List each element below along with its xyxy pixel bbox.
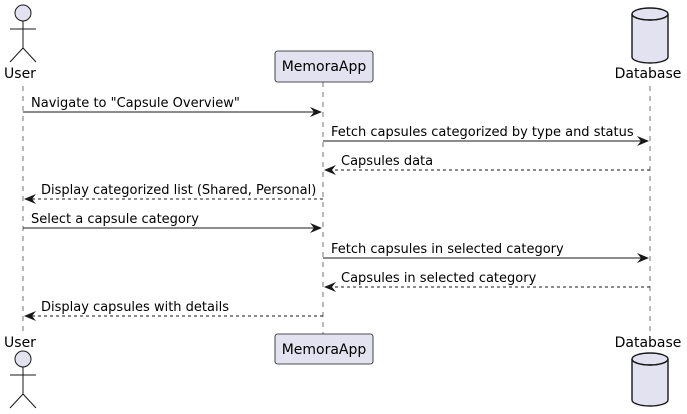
message-label: Display capsules with details (41, 300, 229, 315)
message: Navigate to "Capsule Overview" (23, 96, 322, 117)
message-label: Display categorized list (Shared, Person… (41, 183, 316, 198)
participant-label: MemoraApp (282, 342, 367, 358)
message: Display capsules with details (24, 300, 323, 321)
message: Capsules data (324, 154, 650, 175)
message-label: Capsules in selected category (341, 271, 537, 286)
participant-label: MemoraApp (282, 59, 367, 75)
database-bottom: Database (615, 335, 682, 407)
participant-label: User (4, 335, 36, 351)
message-label: Capsules data (341, 154, 433, 169)
message: Select a capsule category (23, 212, 322, 233)
participant-memoraapp-bottom: MemoraApp (274, 333, 374, 365)
message-label: Fetch capsules categorized by type and s… (331, 125, 634, 140)
database-icon (631, 352, 669, 407)
actor-icon (9, 4, 37, 63)
actor-icon (9, 350, 37, 409)
participant-label: Database (615, 66, 682, 82)
database-top: Database (615, 7, 682, 82)
participant-memoraapp-top: MemoraApp (274, 50, 374, 83)
database-icon (631, 7, 669, 64)
message: Display categorized list (Shared, Person… (24, 183, 323, 204)
actor-user-top: User (4, 4, 37, 82)
message: Fetch capsules in selected category (323, 242, 649, 263)
participant-box (274, 50, 374, 83)
participant-label: User (4, 66, 36, 82)
message-label: Fetch capsules in selected category (331, 242, 564, 257)
message-label: Navigate to "Capsule Overview" (31, 96, 240, 111)
message-label: Select a capsule category (31, 212, 199, 227)
message: Capsules in selected category (324, 271, 650, 292)
participant-label: Database (615, 335, 682, 351)
participant-box (274, 333, 374, 365)
message: Fetch capsules categorized by type and s… (323, 125, 649, 146)
actor-user-bottom: User (4, 335, 37, 409)
